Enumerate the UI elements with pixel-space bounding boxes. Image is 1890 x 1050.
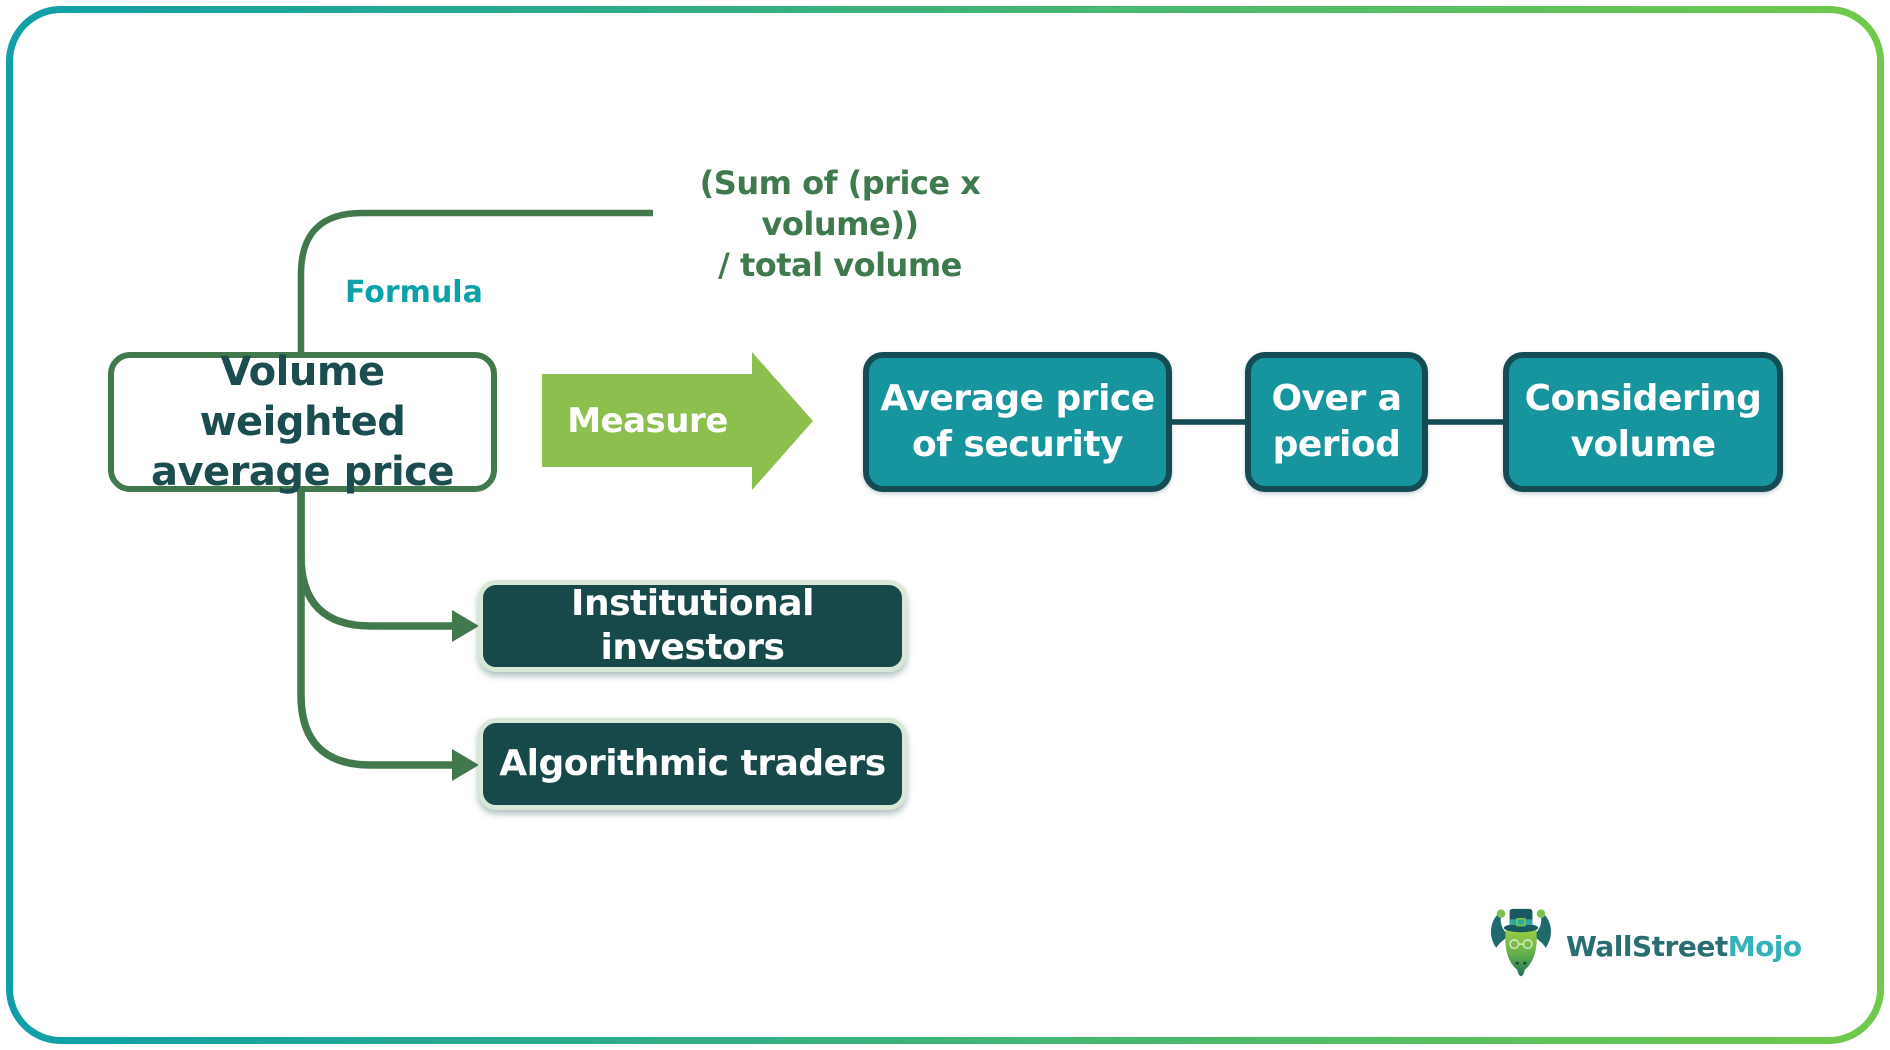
formula-connector-line [297,209,653,353]
bull-mascot-icon [1490,908,1552,977]
vwap-root-node-line2: average price [150,449,455,495]
algorithmic-arrowhead-icon [452,749,479,781]
considering-volume-node: Considering volume [1503,352,1783,492]
brand-name-first: WallStreet [1566,929,1728,963]
algorithmic-traders-node: Algorithmic traders [478,718,907,810]
formula-annotation: (Sum of (price x volume)) / total volume [620,163,1060,286]
average-price-node-line2: of security [911,424,1124,465]
vwap-root-node-line1: Volume weighted [199,349,406,445]
institutional-investors-node: Institutional investors [478,580,907,672]
formula-annotation-line2: / total volume [718,246,962,284]
institutional-arrowhead-icon [452,610,479,642]
formula-label: Formula [345,275,483,310]
brand-name: WallStreetMojo [1566,930,1802,963]
brand-logo: WallStreetMojo [1484,906,1802,986]
over-a-period-node-line1: Over a [1271,378,1402,419]
brand-name-second: Mojo [1727,929,1802,963]
considering-volume-node-line2: volume [1570,424,1716,465]
over-a-period-node-line2: period [1272,424,1401,465]
vwap-root-node: Volume weighted average price [108,349,497,495]
average-price-node: Average price of security [863,352,1172,492]
measure-arrow-shape [542,352,813,490]
formula-annotation-line1: (Sum of (price x volume)) [699,164,981,243]
considering-volume-node-line1: Considering [1524,378,1762,419]
average-price-node-line1: Average price [880,378,1155,419]
algorithmic-connector-line [297,490,452,769]
measure-arrow-label: Measure [567,400,728,441]
over-a-period-node: Over a period [1245,352,1428,492]
institutional-connector-line [297,490,452,630]
